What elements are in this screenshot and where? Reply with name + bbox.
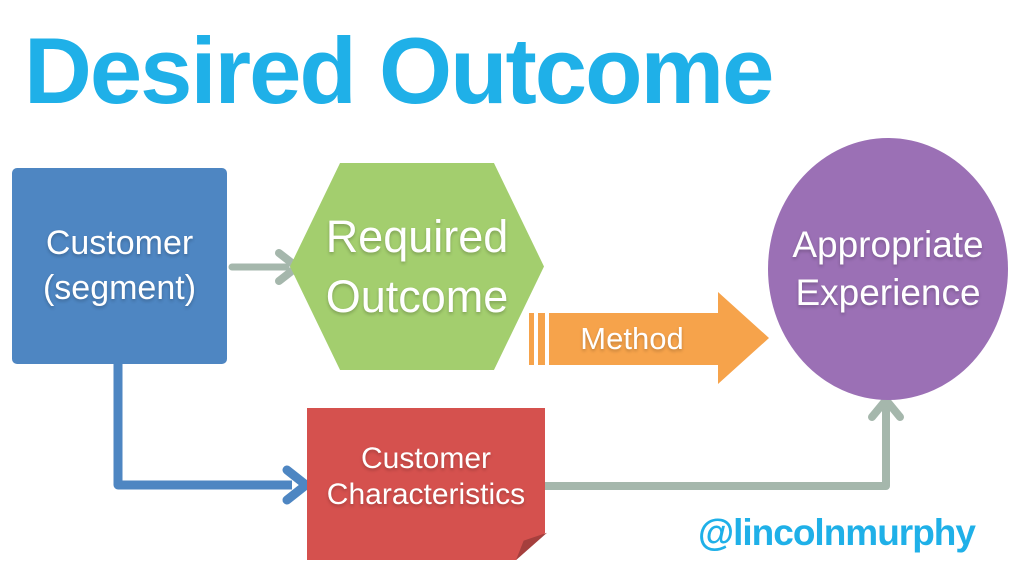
node-required-outcome: Required Outcome	[290, 163, 544, 370]
customer-segment-label-line2: (segment)	[42, 269, 197, 307]
customer-characteristics-label-line1: Customer	[360, 442, 492, 475]
connector-characteristics-to-experience	[545, 396, 904, 490]
credit-handle: @lincolnmurphy	[698, 512, 976, 553]
customer-segment-label-line1: Customer	[45, 224, 194, 263]
customer-characteristics-label-line2: Characteristics	[326, 478, 526, 511]
appropriate-experience-label-line1: Appropriate	[792, 223, 984, 265]
required-outcome-label-line1: Required	[325, 210, 509, 262]
node-customer-characteristics: Customer Characteristics	[307, 408, 545, 560]
node-appropriate-experience: Appropriate Experience	[768, 138, 1008, 400]
connector-segment-to-outcome	[228, 249, 301, 285]
node-customer-segment: Customer (segment)	[12, 168, 227, 364]
arrowhead-right-icon	[282, 465, 311, 505]
connector-segment-to-characteristics	[113, 360, 311, 505]
required-outcome-label-line2: Outcome	[325, 270, 509, 322]
method-label: Method	[580, 320, 684, 356]
method-striped-arrow	[529, 292, 769, 384]
arrowhead-up-icon	[868, 396, 904, 421]
appropriate-experience-label-line2: Experience	[795, 272, 981, 313]
page-title: Desired Outcome	[24, 18, 774, 123]
